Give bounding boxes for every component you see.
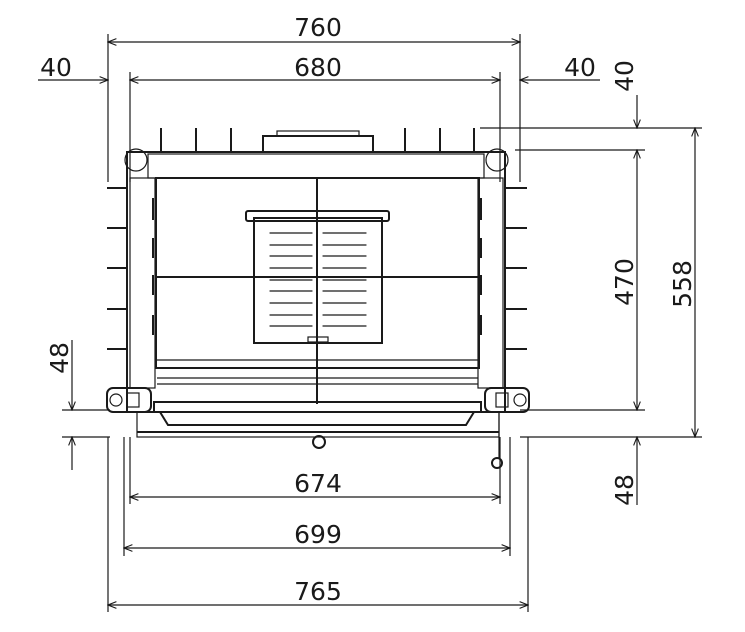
dim-left-40: 40 bbox=[40, 53, 72, 82]
dim-699: 699 bbox=[294, 520, 342, 549]
dim-680: 680 bbox=[294, 53, 342, 82]
dim-470: 470 bbox=[610, 258, 639, 306]
dim-674: 674 bbox=[294, 469, 342, 498]
dim-right-40: 40 bbox=[564, 53, 596, 82]
dim-765: 765 bbox=[294, 577, 342, 606]
dimension-lines bbox=[38, 42, 695, 605]
dim-top-40: 40 bbox=[610, 60, 639, 92]
dim-right-48: 48 bbox=[610, 474, 639, 506]
fireplace-body bbox=[106, 128, 530, 469]
dim-left-48: 48 bbox=[45, 342, 74, 374]
dim-760: 760 bbox=[294, 13, 342, 42]
dim-558: 558 bbox=[668, 260, 697, 308]
extension-lines bbox=[62, 34, 702, 612]
